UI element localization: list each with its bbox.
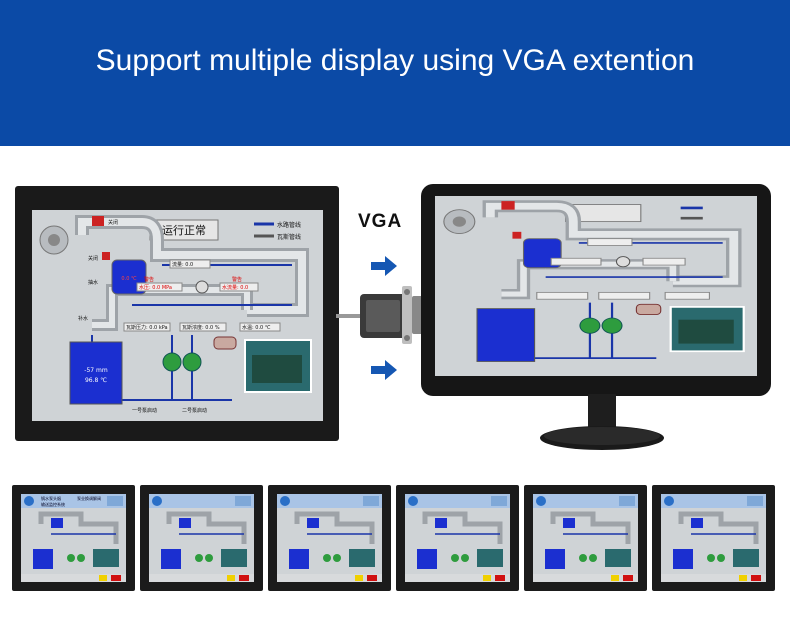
pump1-label: 一号泵启动	[132, 407, 157, 414]
pressure-label: 水压: 0.0 MPa	[139, 284, 172, 291]
hmi-diagram-monitor	[435, 196, 757, 376]
vga-label: VGA	[358, 211, 403, 232]
gas-conc-label: 瓦斯浓度: 0.0 %	[182, 324, 220, 331]
thumbnail-panel-1: 锅水泵头烟 输送监控系统 泵业换调解阀	[12, 485, 135, 591]
flow-label: 流量: 0.0	[172, 261, 193, 268]
tank-temp: 96.8 ℃	[85, 377, 107, 384]
thumb-title-2: 输送监控系统	[41, 501, 65, 507]
thumbnail-screen	[405, 494, 510, 582]
thumbnail-screen	[149, 494, 254, 582]
thumbnail-panel-6	[652, 485, 775, 591]
thumbnail-screen	[277, 494, 382, 582]
legend-gas: 瓦斯管线	[277, 233, 301, 241]
hmi-screen-monitor	[435, 196, 757, 376]
valve-label: 关闭	[108, 219, 118, 226]
valve2-label: 关闭	[88, 255, 98, 262]
thumb-right-label: 泵业换调解阀	[77, 495, 101, 501]
monitor	[421, 184, 771, 396]
banner-title: Support multiple display using VGA exten…	[95, 44, 695, 77]
water-temp-label: 水温: 0.0 ℃	[242, 324, 271, 331]
water-in-label: 补水	[78, 315, 88, 322]
legend-water: 水路管线	[277, 221, 301, 229]
vga-connector-icon	[336, 286, 424, 344]
arrow-right-icon	[371, 360, 397, 380]
warn2: 警告	[232, 276, 242, 283]
top-banner: Support multiple display using VGA exten…	[0, 0, 790, 146]
pump2-label: 二号泵启动	[182, 407, 207, 414]
thumbnail-screen	[661, 494, 766, 582]
thumb-title-1: 锅水泵头烟	[41, 495, 61, 501]
monitor-stand	[540, 394, 664, 450]
gas-pressure-label: 瓦斯压力: 0.0 kPa	[126, 324, 168, 331]
tank-level: -57 mm	[84, 367, 108, 374]
hmi-diagram-left: 运行正常 水路管线 瓦斯管线 关闭	[32, 210, 323, 421]
thumbnail-panel-4	[396, 485, 519, 591]
arrow-right-icon	[371, 256, 397, 276]
hmi-screen-left: 运行正常 水路管线 瓦斯管线 关闭	[32, 210, 323, 421]
thumbnail-screen: 锅水泵头烟 输送监控系统 泵业换调解阀	[21, 494, 126, 582]
pump-in-label: 抽水	[88, 279, 98, 286]
small-tank-temp: 0.0 ℃	[121, 276, 137, 282]
hmi-title: 运行正常	[162, 224, 206, 237]
warn1: 警告	[144, 276, 154, 283]
thumbnail-screen	[533, 494, 638, 582]
thumbnail-panel-3	[268, 485, 391, 591]
thumbnail-panel-5	[524, 485, 647, 591]
thumbnail-panel-2	[140, 485, 263, 591]
gas-flow-label: 水流量: 0.0	[222, 284, 248, 291]
panel-pc-left: 运行正常 水路管线 瓦斯管线 关闭	[15, 186, 339, 441]
